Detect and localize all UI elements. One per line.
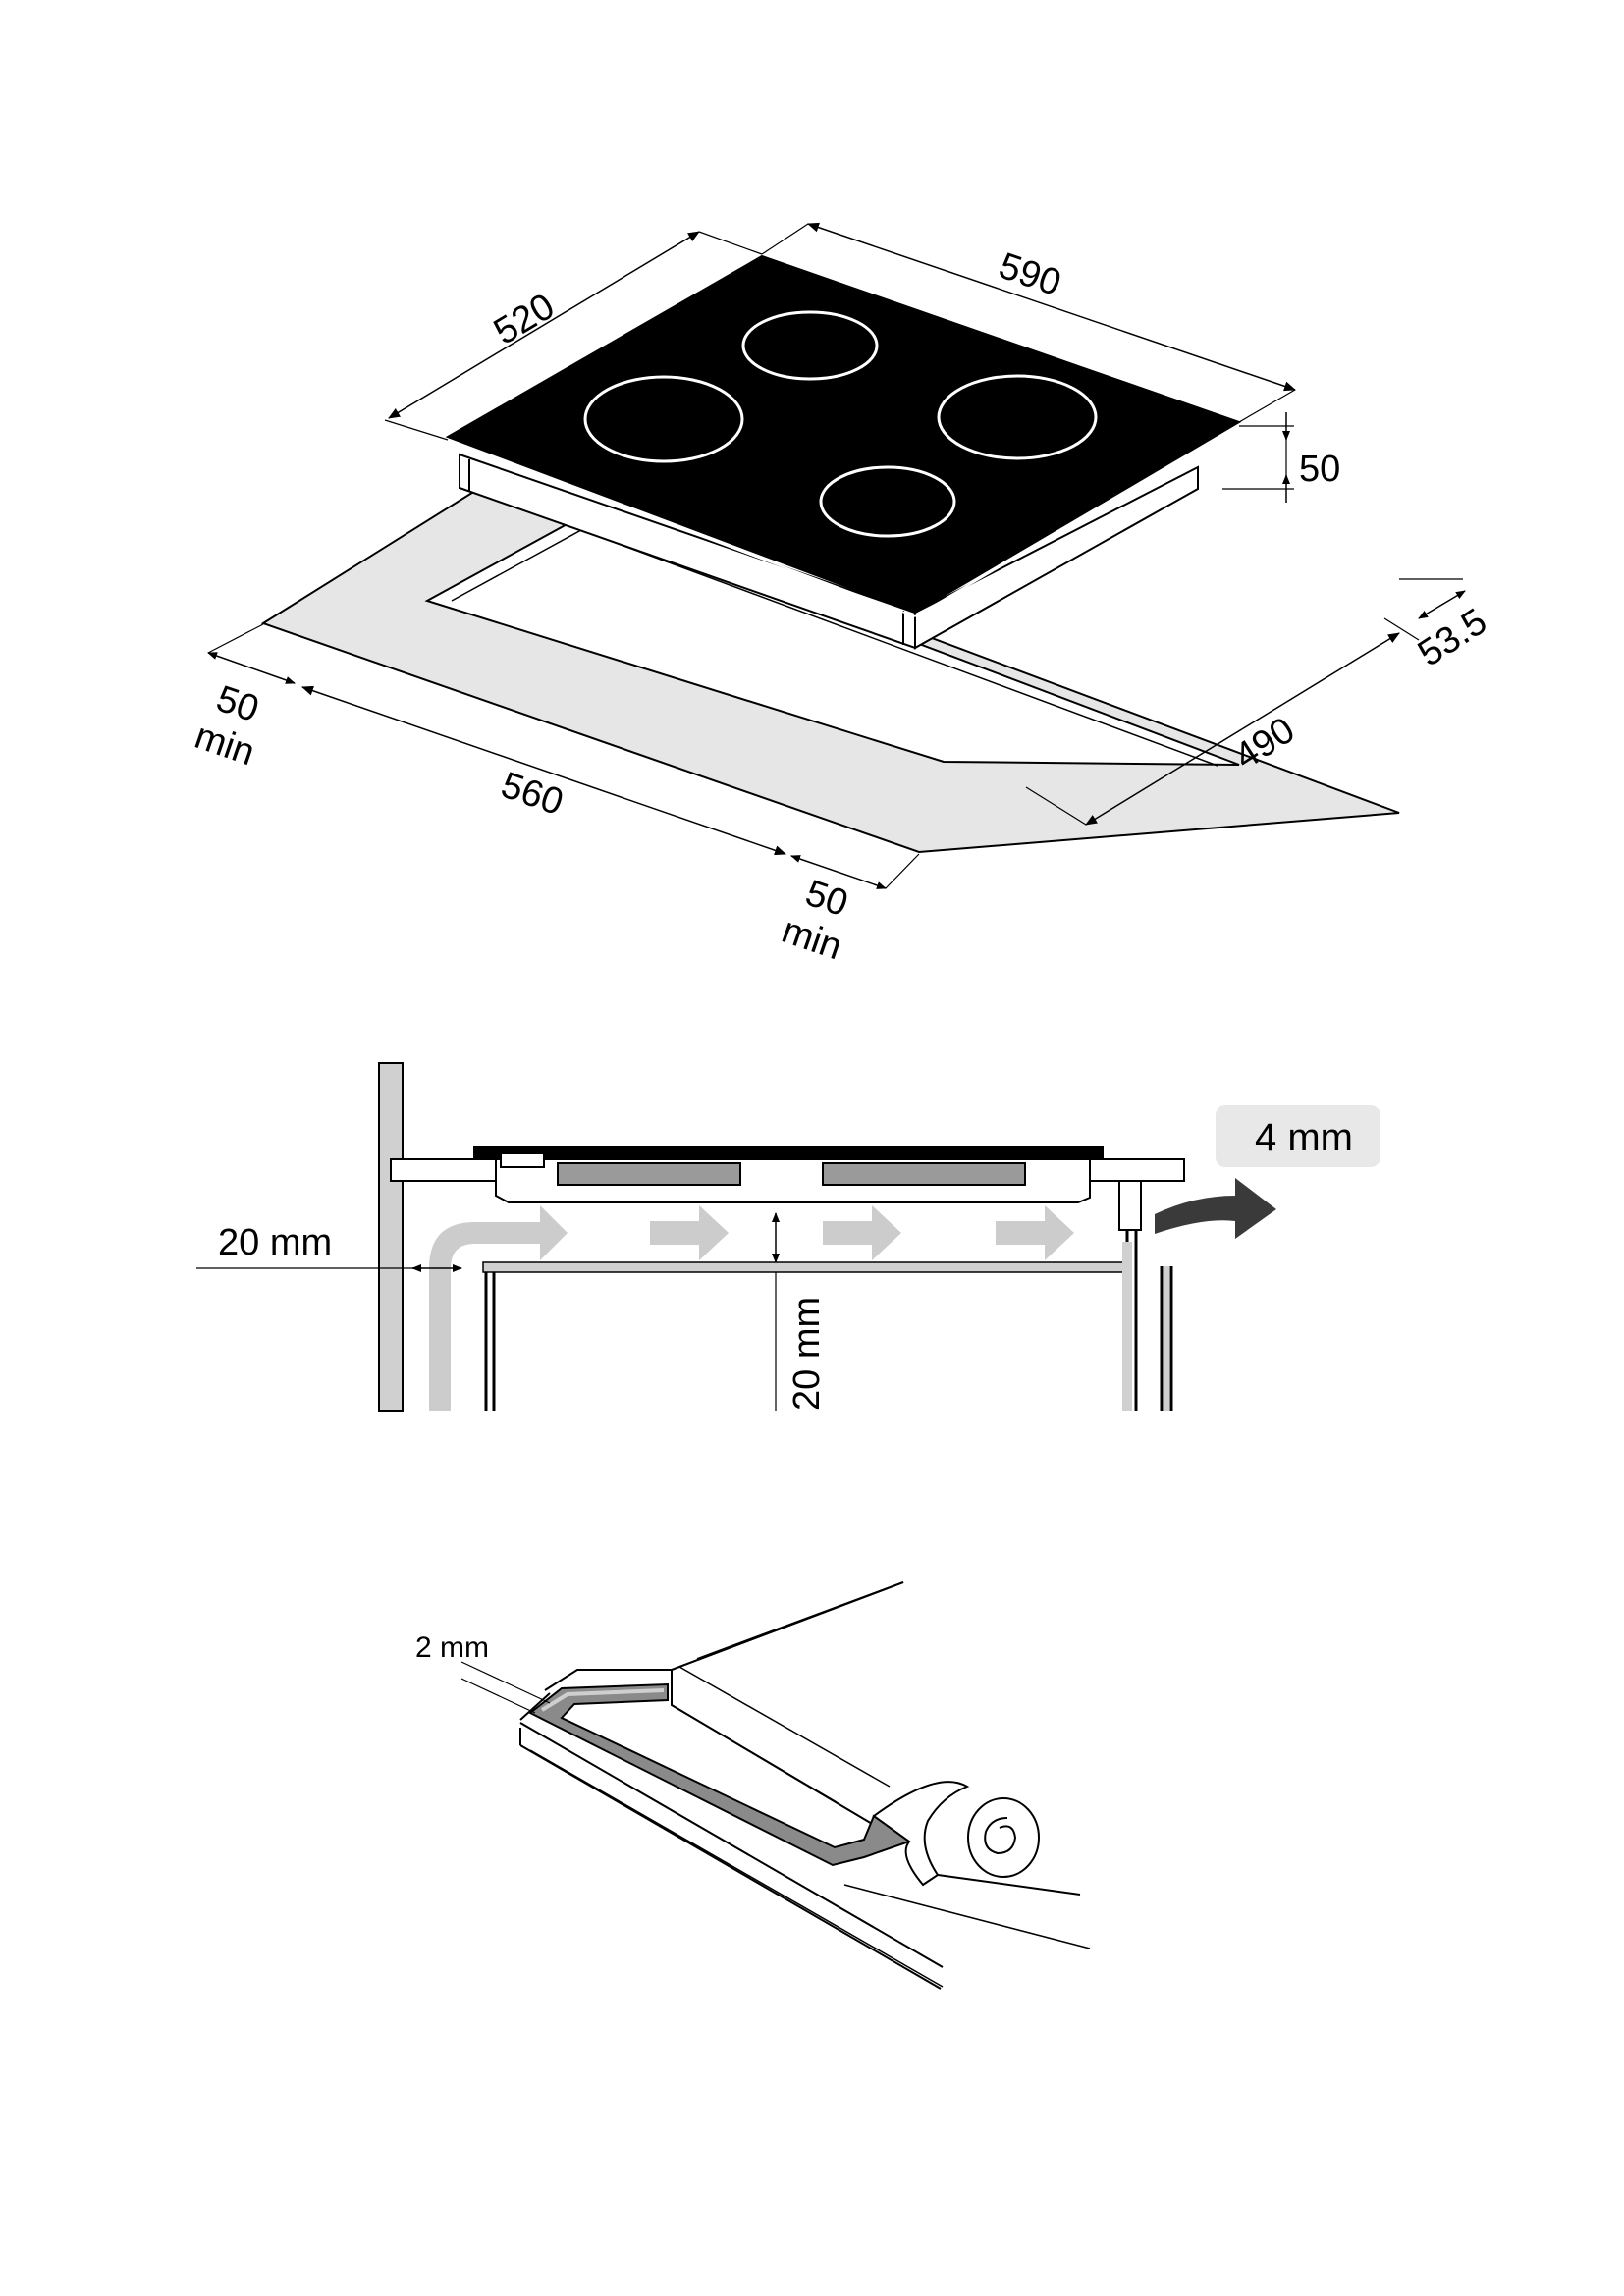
dim-front-min: 50 min bbox=[777, 853, 920, 968]
label-width: 590 bbox=[994, 245, 1066, 304]
label-wall-gap: 20 mm bbox=[218, 1222, 332, 1263]
seal-roll-icon bbox=[967, 1797, 1040, 1878]
heater-left bbox=[557, 1162, 741, 1186]
front-panel-top bbox=[1118, 1180, 1142, 1231]
dim-height: 50 bbox=[1222, 412, 1340, 503]
airflow-arrows bbox=[429, 1205, 1074, 1411]
label-rear-gap: 53.5 bbox=[1411, 601, 1494, 675]
dim-under-gap: 20 mm bbox=[772, 1212, 828, 1411]
label-cutout-width: 560 bbox=[496, 765, 568, 824]
vent-gap-badge: 4 mm bbox=[1216, 1105, 1380, 1167]
dim-rear-gap: 53.5 bbox=[1383, 578, 1494, 675]
seal-strip bbox=[528, 1682, 912, 1867]
figure-ventilation: 20 mm 20 mm 4 mm bbox=[196, 1062, 1380, 1412]
label-under-gap: 20 mm bbox=[786, 1297, 828, 1411]
exhaust-arrow-icon bbox=[1155, 1178, 1276, 1239]
label-vent-gap: 4 mm bbox=[1255, 1116, 1353, 1159]
airflow-riser-arrow bbox=[429, 1205, 568, 1411]
oven-top-plate bbox=[482, 1261, 1132, 1273]
figure-seal-application: 2 mm bbox=[415, 1581, 1091, 1990]
hob-glass bbox=[473, 1146, 1104, 1159]
label-seal: 2 mm bbox=[415, 1631, 489, 1664]
airflow-arrow-1 bbox=[650, 1205, 729, 1260]
worktop-right bbox=[1089, 1158, 1185, 1182]
heater-right bbox=[822, 1162, 1026, 1186]
dim-left-min: 50 min bbox=[189, 623, 296, 774]
airflow-arrow-2 bbox=[823, 1205, 901, 1260]
back-wall bbox=[378, 1062, 404, 1412]
zone-front-right bbox=[819, 465, 956, 538]
dim-wall-gap: 20 mm bbox=[196, 1222, 462, 1272]
figure-hob-dimensions: 520 590 50 53.5 490 bbox=[189, 222, 1494, 968]
worktop-left bbox=[390, 1158, 498, 1182]
seal-backing bbox=[872, 1781, 970, 1887]
airflow-arrow-3 bbox=[996, 1205, 1074, 1260]
label-height: 50 bbox=[1299, 449, 1340, 490]
dim-seal: 2 mm bbox=[415, 1631, 551, 1714]
label-depth: 520 bbox=[487, 286, 562, 353]
